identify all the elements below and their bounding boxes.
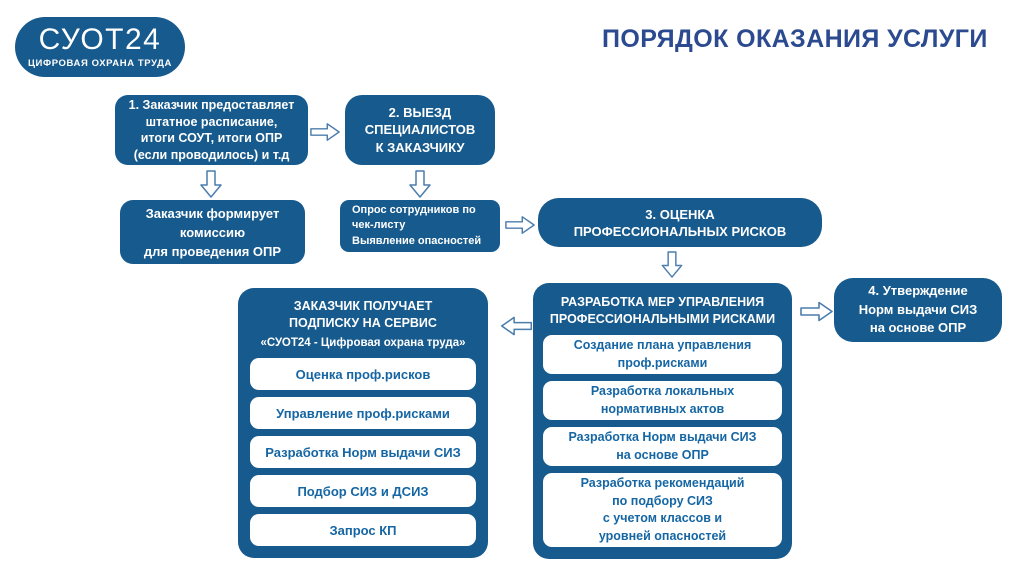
subscription-item-risk-management: Управление проф.рисками bbox=[250, 397, 476, 429]
subscription-panel-title: ЗАКАЗЧИК ПОЛУЧАЕТ ПОДПИСКУ НА СЕРВИС bbox=[289, 299, 437, 330]
commission-box: Заказчик формирует комиссию для проведен… bbox=[120, 200, 305, 264]
arrow-right-survey-to-step3-icon bbox=[505, 216, 535, 234]
step3-box: 3. ОЦЕНКА ПРОФЕССИОНАЛЬНЫХ РИСКОВ bbox=[538, 198, 822, 247]
arrow-down-step1-to-commission-icon bbox=[200, 170, 222, 198]
subscription-panel: ЗАКАЗЧИК ПОЛУЧАЕТ ПОДПИСКУ НА СЕРВИС «СУ… bbox=[238, 288, 488, 558]
arrow-right-measures-to-step4-icon bbox=[800, 301, 833, 322]
subscription-item-kp-request: Запрос КП bbox=[250, 514, 476, 546]
step4-box: 4. Утверждение Норм выдачи СИЗ на основе… bbox=[834, 278, 1002, 342]
arrow-down-step2-to-survey-icon bbox=[409, 170, 431, 198]
logo: СУОТ24 ЦИФРОВАЯ ОХРАНА ТРУДА bbox=[15, 17, 185, 77]
measures-item-plan: Создание плана управления проф.рисками bbox=[543, 335, 782, 374]
survey-box: Опрос сотрудников по чек-листу Выявление… bbox=[340, 200, 500, 252]
arrow-right-step1-to-step2-icon bbox=[310, 123, 340, 141]
step1-box: 1. Заказчик предоставляет штатное распис… bbox=[115, 95, 308, 165]
measures-panel: РАЗРАБОТКА МЕР УПРАВЛЕНИЯ ПРОФЕССИОНАЛЬН… bbox=[533, 283, 792, 559]
page-title: ПОРЯДОК ОКАЗАНИЯ УСЛУГИ bbox=[602, 25, 988, 53]
measures-item-local-acts: Разработка локальных нормативных актов bbox=[543, 381, 782, 420]
logo-title: СУОТ24 bbox=[38, 23, 162, 56]
measures-item-recommendations: Разработка рекомендаций по подбору СИЗ с… bbox=[543, 473, 782, 547]
arrow-down-step3-to-measures-icon bbox=[661, 251, 683, 278]
subscription-item-risk-assessment: Оценка проф.рисков bbox=[250, 358, 476, 390]
subscription-panel-subtitle: «СУОТ24 - Цифровая охрана труда» bbox=[260, 337, 466, 349]
step2-box: 2. ВЫЕЗД СПЕЦИАЛИСТОВ К ЗАКАЗЧИКУ bbox=[345, 95, 495, 165]
logo-subtitle: ЦИФРОВАЯ ОХРАНА ТРУДА bbox=[28, 58, 172, 69]
subscription-item-siz-norms: Разработка Норм выдачи СИЗ bbox=[250, 436, 476, 468]
arrow-left-measures-to-subscription-icon bbox=[500, 316, 533, 336]
measures-panel-title: РАЗРАБОТКА МЕР УПРАВЛЕНИЯ ПРОФЕССИОНАЛЬН… bbox=[549, 295, 776, 326]
measures-item-siz-norms: Разработка Норм выдачи СИЗ на основе ОПР bbox=[543, 427, 782, 466]
subscription-item-siz-selection: Подбор СИЗ и ДСИЗ bbox=[250, 475, 476, 507]
